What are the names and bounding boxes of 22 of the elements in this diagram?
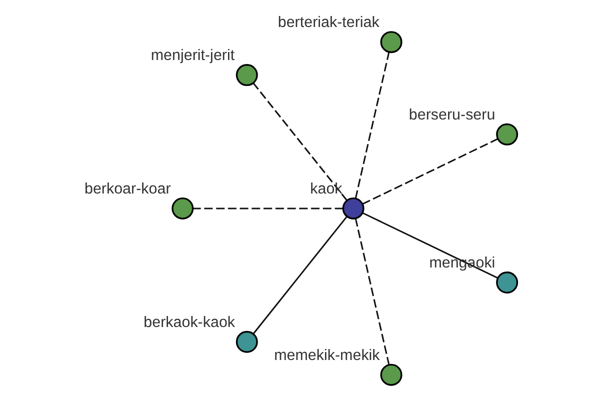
node-circle	[380, 31, 402, 54]
node-circle	[496, 272, 518, 294]
connector	[253, 216, 348, 334]
connector	[354, 52, 390, 199]
node-label: berkaok-kaok	[144, 314, 236, 331]
connector	[362, 138, 498, 205]
node-label: berseru-seru	[408, 106, 496, 124]
node-label: berteriak-teriak	[278, 14, 380, 32]
connector	[192, 208, 344, 210]
node-label: berkoar-koar	[84, 180, 171, 198]
node-circle	[172, 197, 194, 220]
node-circle	[380, 364, 402, 386]
connector	[354, 218, 390, 365]
node-label: memekik-mekik	[274, 346, 380, 364]
node-circle	[236, 64, 258, 86]
node-label: menjerit-jerit	[150, 47, 235, 64]
node-circle	[236, 330, 258, 353]
node-label: kaok	[310, 180, 342, 198]
node-circle	[496, 123, 518, 146]
node-circle	[342, 197, 364, 220]
connector	[362, 212, 498, 279]
connector	[253, 82, 348, 201]
